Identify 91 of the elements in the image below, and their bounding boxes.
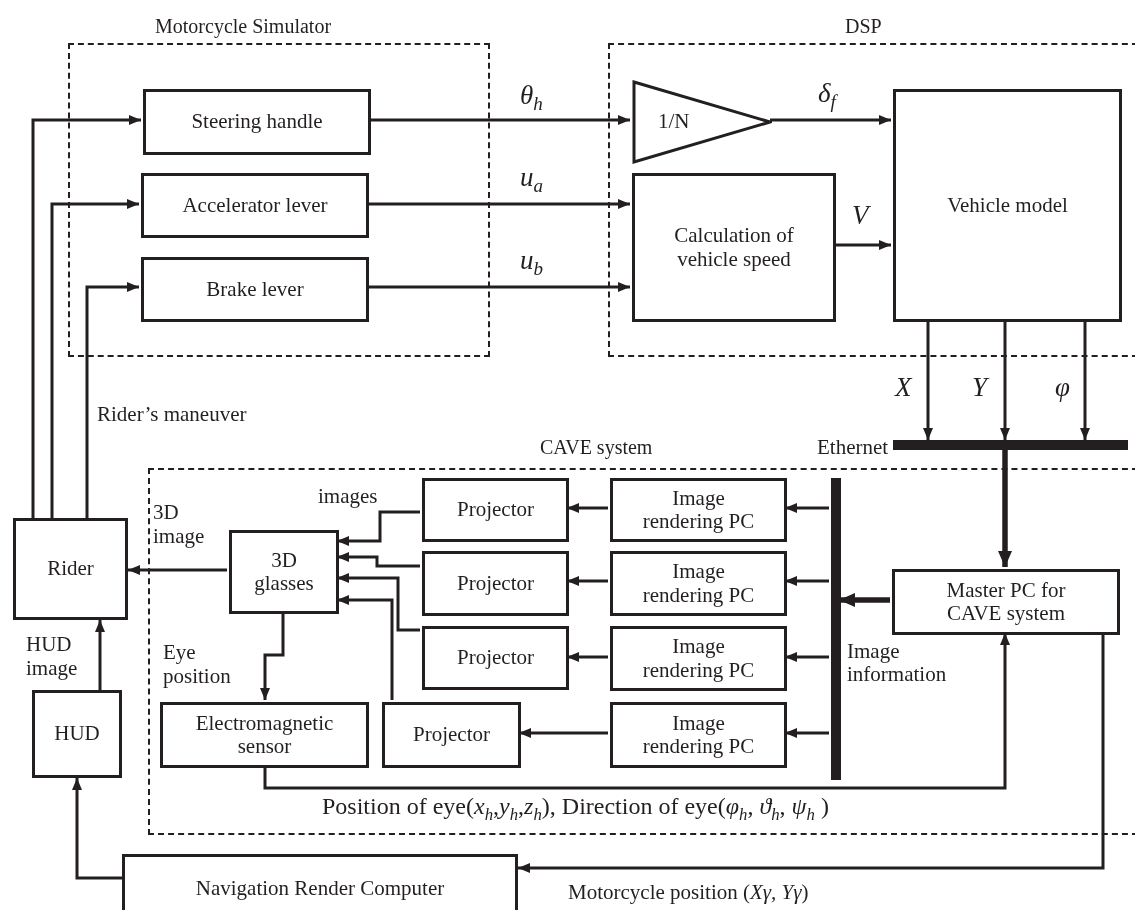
box-label: Image rendering PC	[641, 711, 756, 759]
box-label: HUD	[54, 722, 100, 746]
arrow	[369, 115, 630, 125]
arrow	[128, 565, 227, 575]
arrow	[770, 115, 891, 125]
arrow	[50, 199, 139, 518]
group-title: Motorcycle Simulator	[155, 15, 332, 38]
arrow	[519, 728, 608, 738]
arrow	[260, 612, 285, 700]
edge-label: δ$_{f}$	[818, 78, 836, 114]
box-label: Accelerator lever	[182, 193, 328, 218]
arrow	[567, 576, 608, 586]
gain-label: 1/N	[658, 109, 690, 134]
arrow	[337, 552, 420, 568]
process-box	[610, 551, 787, 616]
arrow	[785, 503, 829, 513]
process-box	[32, 690, 122, 778]
arrow	[785, 576, 829, 586]
arrow	[785, 728, 829, 738]
group-title: CAVE system	[540, 436, 653, 459]
arrow	[95, 620, 105, 690]
arrow	[72, 778, 122, 880]
arrow	[337, 510, 420, 546]
process-box	[13, 518, 128, 620]
box-label: Master PC for CAVE system	[945, 578, 1067, 626]
arrow	[567, 503, 608, 513]
process-box	[610, 626, 787, 691]
box-label: Image rendering PC	[641, 560, 756, 607]
edge-label: φ	[1055, 372, 1070, 404]
process-box	[382, 702, 521, 768]
box-label: Navigation Render Computer	[195, 877, 445, 901]
edge-label: Eye position	[163, 640, 232, 689]
edge-label: images	[318, 484, 378, 509]
process-box	[141, 173, 369, 238]
edge-label: 3D image	[153, 500, 206, 549]
bus-label: Ethernet	[817, 436, 889, 460]
edge-label: Position of eye(x$_{h}$,y$_{h}$,z$_{h}$), Direction of eye(φ$_{h}$, ϑ$_{h}$, ψ$_{h}$ )	[322, 793, 829, 825]
arrow	[1080, 320, 1090, 440]
arrow	[337, 573, 420, 632]
edge-label: X	[895, 372, 912, 404]
arrow	[518, 633, 1105, 873]
box-label: Brake lever	[206, 277, 304, 302]
process-box	[143, 89, 371, 155]
arrow	[85, 282, 139, 518]
group-title: DSP	[845, 15, 882, 38]
box-label: Electromagnetic sensor	[194, 711, 335, 759]
process-box	[229, 530, 339, 614]
arrow	[923, 320, 933, 440]
box-label: Projector	[413, 723, 490, 747]
edge-label: θ$_{h}$	[520, 80, 543, 116]
box-label: Projector	[457, 498, 534, 522]
process-box	[632, 173, 836, 322]
arrow	[839, 593, 890, 607]
box-label: 3D glasses	[253, 548, 315, 596]
arrow	[1000, 320, 1010, 440]
edge-label: u$_{b}$	[520, 245, 543, 281]
edge-label: Y	[972, 372, 988, 404]
arrow	[367, 199, 630, 209]
arrow	[263, 633, 1010, 790]
box-label: Projector	[457, 646, 534, 670]
process-box	[160, 702, 369, 768]
box-label: Steering handle	[191, 110, 323, 134]
edge-label: u$_{a}$	[520, 162, 543, 198]
process-box	[892, 569, 1120, 635]
box-label: Projector	[457, 571, 534, 596]
process-box	[422, 478, 569, 542]
arrow	[834, 240, 891, 250]
process-box	[141, 257, 369, 322]
edge-label: HUD image	[26, 632, 79, 681]
process-box	[610, 478, 787, 542]
bus-label: Image information	[847, 640, 948, 687]
box-label: Rider	[47, 557, 94, 581]
box-label: Calculation of vehicle speed	[673, 224, 795, 271]
edge-label: Motorcycle position (Xγ, Yγ)	[568, 880, 809, 905]
process-box	[422, 551, 569, 616]
arrow	[785, 652, 829, 662]
arrow	[998, 450, 1012, 567]
process-box	[610, 702, 787, 768]
arrow	[567, 652, 608, 662]
box-label: Image rendering PC	[641, 635, 756, 682]
box-label: Vehicle model	[947, 193, 1068, 218]
gain-triangle	[632, 80, 772, 164]
edge-label: V	[852, 200, 869, 232]
process-box	[422, 626, 569, 690]
arrow	[31, 115, 141, 518]
box-label: Image rendering PC	[641, 486, 756, 534]
process-box	[122, 854, 518, 910]
arrow	[367, 282, 630, 292]
annotation-text: Rider’s maneuver	[97, 402, 247, 427]
arrow	[337, 595, 394, 700]
process-box	[893, 89, 1122, 322]
